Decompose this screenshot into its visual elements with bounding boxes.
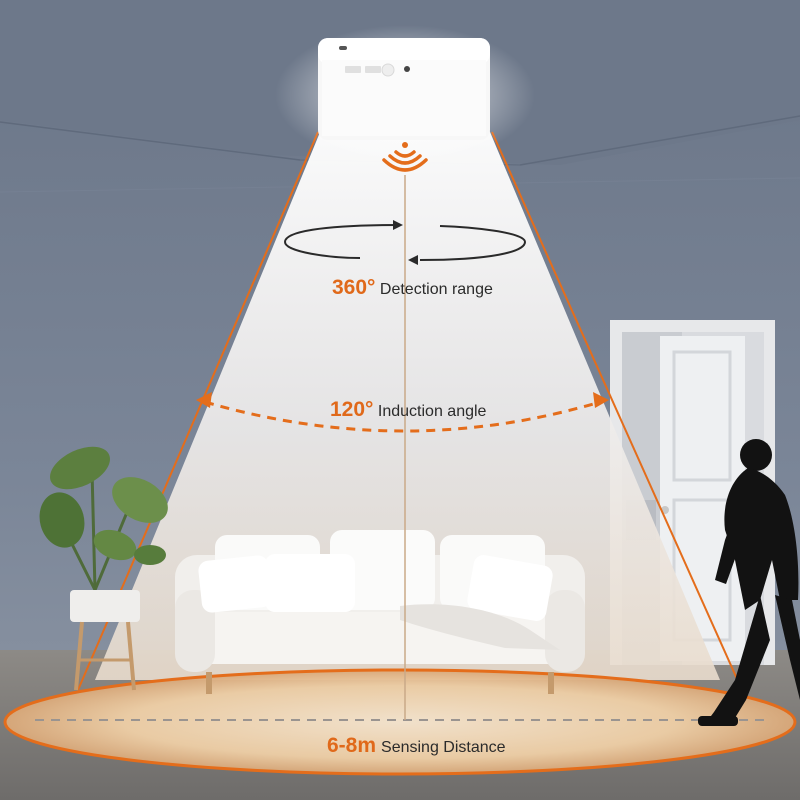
ceiling-light-sensor-icon <box>318 38 490 140</box>
detection-range-value: 360 <box>332 276 368 299</box>
detection-range-text: Detection range <box>379 281 493 298</box>
induction-angle-arc <box>196 392 609 433</box>
sensing-floor-area <box>5 670 795 774</box>
detection-range-unit: ° <box>367 276 376 299</box>
induction-angle-label: 120° Induction angle <box>330 398 486 422</box>
rotation-arrows-icon <box>283 220 527 265</box>
sofa <box>175 530 585 694</box>
radar-wave-icon <box>382 142 428 172</box>
sensing-distance-text: Sensing Distance <box>381 739 506 756</box>
potted-plant <box>39 446 168 691</box>
induction-angle-unit: ° <box>365 398 374 421</box>
induction-angle-text: Induction angle <box>377 403 487 420</box>
sensing-distance-value: 6-8m <box>327 734 377 757</box>
detection-range-label: 360° Detection range <box>332 276 493 300</box>
person-silhouette-icon <box>698 439 800 726</box>
induction-angle-value: 120 <box>330 398 366 421</box>
